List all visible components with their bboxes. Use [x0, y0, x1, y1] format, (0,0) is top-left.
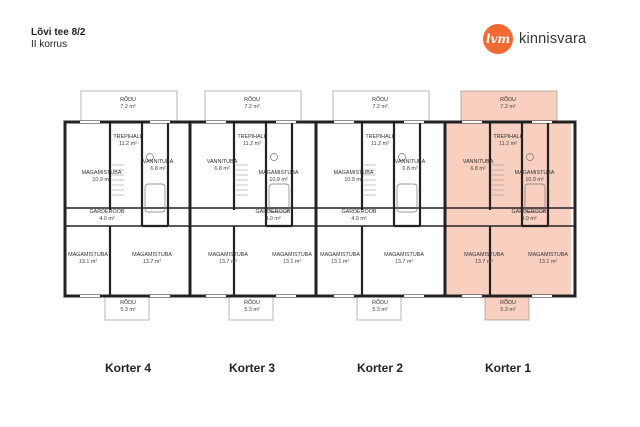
apt1-magamistuba-small-area: 10.9 m²: [525, 177, 543, 183]
apt4-magamistuba-small-area: 10.9 m²: [92, 177, 110, 183]
apt1-trepihall-area: 11.2 m²: [499, 141, 517, 147]
brand-logo: lvm kinnisvara: [483, 24, 586, 54]
highlight-layer: [445, 122, 571, 296]
apt3-rodu-bottom-area: 5.3 m²: [244, 307, 259, 313]
wall-layer: [63, 120, 577, 298]
apt4-vannituba-name: VANNITUBA: [143, 159, 174, 165]
apt3-sink-icon: [270, 153, 278, 161]
apt2-magamistuba-inner-area: 13.7 m²: [395, 259, 413, 265]
apt2-magamistuba-outer-name: MAGAMISTUBA: [320, 252, 360, 258]
apt1-rodu-bottom-name: RÕDU: [500, 299, 516, 306]
apt3-bathtub-icon: [268, 183, 290, 213]
apt1-vannituba-name: VANNITUBA: [463, 159, 494, 165]
apt4-rodu-top-area: 7.2 m²: [120, 104, 135, 110]
apt1-magamistuba-inner-area: 13.7 m²: [475, 259, 493, 265]
apt1-garderoob-name: GARDEROOB: [511, 209, 546, 215]
apt4-trepihall-area: 11.2 m²: [119, 141, 137, 147]
fixture-layer: [112, 153, 546, 213]
apt2-vannituba-name: VANNITUBA: [395, 159, 426, 165]
apt3-magamistuba-outer-area: 13.1 m²: [283, 259, 301, 265]
apt2-rodu-top-name: RÕDU: [372, 96, 388, 103]
apt2-magamistuba-small-area: 10.9 m²: [344, 177, 362, 183]
apt4-rodu-top-name: RÕDU: [120, 96, 136, 103]
apt4-bathtub-icon: [144, 183, 166, 213]
apt3-garderoob-name: GARDEROOB: [255, 209, 290, 215]
apt2-bottom-balcony: [356, 295, 402, 321]
balcony-layer: [80, 90, 558, 321]
apt4-garderoob-name: GARDEROOB: [89, 209, 124, 215]
apt1-magamistuba-outer-area: 13.1 m²: [539, 259, 557, 265]
apt1-top-balcony: [460, 90, 558, 123]
brand-name: kinnisvara: [519, 31, 587, 47]
apt2-garderoob-area: 4.0 m²: [351, 216, 366, 222]
apt1-sink-icon: [526, 153, 534, 161]
apt2-trepihall-area: 11.2 m²: [371, 141, 389, 147]
apt2-magamistuba-outer-area: 13.1 m²: [331, 259, 349, 265]
apt3-magamistuba-small-name: MAGAMISTUBA: [259, 170, 299, 176]
apt3-vannituba-name: VANNITUBA: [207, 159, 238, 165]
apt2-garderoob-name: GARDEROOB: [341, 209, 376, 215]
apt1-rodu-top-name: RÕDU: [500, 96, 516, 103]
apt3-trepihall-area: 11.2 m²: [243, 141, 261, 147]
header: Lõvi tee 8/2 II korrus: [31, 27, 85, 51]
apt2-trepihall-name: TREPIHALL: [365, 134, 394, 140]
apt3-vannituba-area: 6.8 m²: [214, 166, 229, 172]
apt2-top-balcony: [332, 90, 430, 123]
apt2-rodu-bottom-area: 5.3 m²: [372, 307, 387, 313]
apt4-magamistuba-outer-area: 13.1 m²: [79, 259, 97, 265]
apt3-rodu-top-name: RÕDU: [244, 96, 260, 103]
apt2-bathtub-icon: [396, 183, 418, 213]
apt3-rodu-top-area: 7.2 m²: [244, 104, 259, 110]
apt4-magamistuba-inner-name: MAGAMISTUBA: [132, 252, 172, 258]
apt1-garderoob-area: 4.0 m²: [521, 216, 536, 222]
apt1-trepihall-name: TREPIHALL: [493, 134, 522, 140]
apt3-garderoob-area: 4.0 m²: [265, 216, 280, 222]
floor-subtitle: II korrus: [31, 39, 68, 50]
apt1-vannituba-area: 6.8 m²: [470, 166, 485, 172]
apt3-magamistuba-inner-area: 13.7 m²: [219, 259, 237, 265]
apt4-label: Korter 4: [105, 361, 151, 375]
apt4-magamistuba-inner-area: 13.7 m²: [143, 259, 161, 265]
apt2-magamistuba-small-name: MAGAMISTUBA: [334, 170, 374, 176]
apt1-rodu-top-area: 7.2 m²: [500, 104, 515, 110]
apt3-rodu-bottom-name: RÕDU: [244, 299, 260, 306]
apt4-vannituba-area: 6.8 m²: [150, 166, 165, 172]
outer-wall: [63, 120, 577, 298]
apt1-magamistuba-outer-name: MAGAMISTUBA: [528, 252, 568, 258]
lvm-logo-icon: lvm: [483, 24, 513, 54]
apt1-magamistuba-small-name: MAGAMISTUBA: [515, 170, 555, 176]
apt2-vannituba-area: 6.8 m²: [402, 166, 417, 172]
apt3-label: Korter 3: [229, 361, 275, 375]
apt2-rodu-bottom-name: RÕDU: [372, 299, 388, 306]
apt4-rodu-bottom-area: 5.3 m²: [120, 307, 135, 313]
apt2-rodu-top-area: 7.2 m²: [372, 104, 387, 110]
apt2-magamistuba-inner-name: MAGAMISTUBA: [384, 252, 424, 258]
apt1-bottom-balcony: [484, 295, 530, 321]
apt1-magamistuba-inner-name: MAGAMISTUBA: [464, 252, 504, 258]
apt3-top-balcony: [204, 90, 302, 123]
apt3-magamistuba-outer-name: MAGAMISTUBA: [272, 252, 312, 258]
apt3-magamistuba-inner-name: MAGAMISTUBA: [208, 252, 248, 258]
apt4-bottom-balcony: [104, 295, 150, 321]
address-title: Lõvi tee 8/2: [31, 27, 86, 38]
apt4-sink-icon: [146, 153, 154, 161]
apt3-magamistuba-small-area: 10.9 m²: [269, 177, 287, 183]
apt3-bottom-balcony: [228, 295, 274, 321]
apt1-rodu-bottom-area: 5.3 m²: [500, 307, 515, 313]
apt2-sink-icon: [398, 153, 406, 161]
apt4-magamistuba-outer-name: MAGAMISTUBA: [68, 252, 108, 258]
apt4-rodu-bottom-name: RÕDU: [120, 299, 136, 306]
apt4-trepihall-name: TREPIHALL: [113, 134, 142, 140]
apt4-magamistuba-small-name: MAGAMISTUBA: [82, 170, 122, 176]
apt3-trepihall-name: TREPIHALL: [237, 134, 266, 140]
apt4-garderoob-area: 4.0 m²: [99, 216, 114, 222]
apt1-highlight-fill: [445, 122, 571, 296]
apt1-label: Korter 1: [485, 361, 531, 375]
apt2-label: Korter 2: [357, 361, 403, 375]
apt1-bathtub-icon: [524, 183, 546, 213]
